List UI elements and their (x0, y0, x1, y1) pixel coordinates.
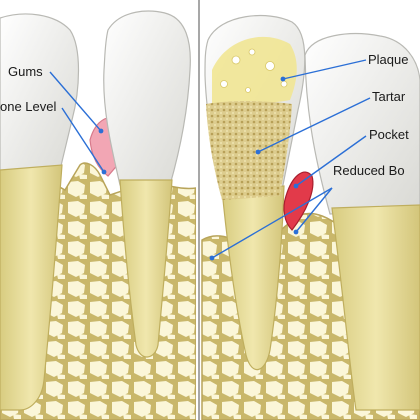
tooth-neighbor-crown (304, 33, 420, 215)
leader-bone-level-dot (101, 169, 107, 175)
tartar-deposit (206, 101, 292, 200)
tooth-neighbor-root (331, 204, 420, 411)
leader-reduced-bone-left-dot (209, 255, 215, 261)
leader-pocket-dot (293, 183, 299, 189)
label-reduced-bone: Reduced Bo (333, 163, 405, 178)
left-panel-healthy: Gums one Level (0, 0, 197, 420)
leader-plaque-dot (280, 76, 286, 82)
leader-reduced-bone-right-dot (293, 229, 299, 235)
plaque-deposit (212, 36, 297, 105)
tooth-diseased-root (221, 185, 285, 370)
label-plaque: Plaque (368, 52, 408, 67)
label-tartar: Tartar (372, 89, 406, 104)
tooth-left-root (0, 164, 63, 411)
leader-reduced-bone-left (211, 187, 333, 259)
tooth-left-crown (0, 13, 80, 176)
leader-gums-dot (98, 128, 104, 134)
tooth-center-crown (103, 10, 191, 186)
leader-tartar-dot (255, 149, 261, 155)
leader-bone-level (61, 107, 105, 173)
right-panel-diseased: Plaque Tartar Pocket Reduced Bo (201, 14, 420, 420)
leader-reduced-bone-right (295, 187, 333, 233)
label-bone-level: one Level (0, 99, 56, 114)
leader-pocket (295, 135, 367, 187)
leader-plaque (282, 59, 367, 80)
label-gums: Gums (8, 64, 43, 79)
label-pocket: Pocket (369, 127, 409, 142)
leader-tartar (257, 97, 371, 153)
tooth-center-root (119, 179, 173, 358)
leader-gums (49, 71, 102, 132)
